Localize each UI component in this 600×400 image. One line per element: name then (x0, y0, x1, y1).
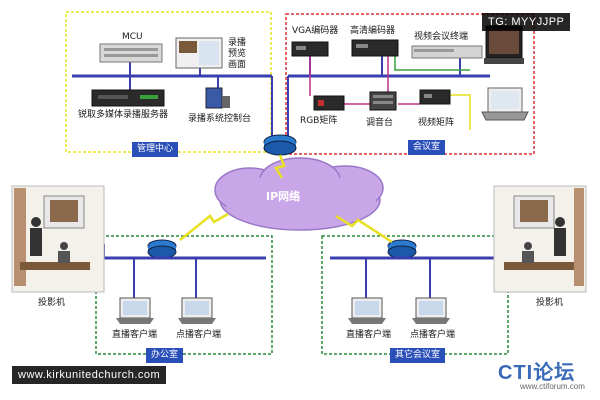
ip-cloud (214, 157, 384, 231)
mcu-device (99, 43, 163, 63)
link-left (179, 212, 229, 241)
label-live-client-1: 直播客户端 (112, 330, 158, 340)
office-laptop-live (116, 297, 154, 324)
cti-logo: CTI论坛 (498, 362, 576, 384)
label-live-client-2: 直播客户端 (346, 330, 392, 340)
control-pc (205, 87, 230, 109)
projector-scene-right (493, 185, 587, 293)
other-laptop-vod (412, 297, 450, 324)
cti-logo-url: www.ctiforum.com (520, 382, 585, 391)
label-projector-left: 投影机 (38, 298, 66, 308)
zone-management (65, 11, 272, 153)
tag-other-meeting-room: 其它会议室 (390, 348, 446, 363)
meeting-laptop (481, 87, 529, 121)
tag-office: 办公室 (146, 348, 184, 363)
router-left (147, 239, 177, 259)
media-server-device (91, 89, 165, 107)
label-mixer: 调音台 (366, 118, 394, 128)
tag-mgmt-center: 管理中心 (132, 142, 179, 157)
mixer-device (369, 91, 397, 111)
video-matrix-device (419, 89, 451, 105)
office-laptop-vod (178, 297, 216, 324)
conference-display (484, 25, 524, 64)
label-vod-client-1: 点播客户端 (176, 330, 222, 340)
rgb-matrix-device (313, 95, 345, 111)
video-conf-terminal-device (411, 45, 483, 59)
projector-scene-left (11, 185, 105, 293)
other-laptop-live (348, 297, 386, 324)
watermark-bottom-left: www.kirkunitedchurch.com (12, 366, 167, 384)
label-mcu: MCU (122, 32, 143, 42)
label-rgb-matrix: RGB矩阵 (300, 116, 338, 126)
vga-encoder-device (291, 41, 329, 57)
link-top (274, 154, 286, 179)
label-video-conf-terminal: 视频会议终端 (414, 32, 469, 42)
label-media-server: 锐取多媒体录播服务器 (78, 110, 169, 120)
label-ip-network: IP网络 (266, 190, 301, 203)
label-video-matrix: 视频矩阵 (418, 118, 455, 128)
label-vod-client-2: 点播客户端 (410, 330, 456, 340)
label-record-preview: 录播预览画面 (228, 38, 247, 70)
link-right (335, 214, 393, 244)
hd-encoder-device (351, 39, 399, 57)
label-vga-encoder: VGA编码器 (292, 26, 339, 36)
label-record-control: 录播系统控制台 (188, 114, 252, 124)
tag-meeting-room: 会议室 (408, 140, 446, 155)
router-top (263, 134, 297, 156)
watermark-top-right: TG: MYYJJPP (482, 13, 571, 31)
label-projector-right: 投影机 (536, 298, 564, 308)
preview-monitor (175, 37, 223, 69)
router-right (387, 239, 417, 259)
label-hd-encoder: 高清编码器 (350, 26, 396, 36)
